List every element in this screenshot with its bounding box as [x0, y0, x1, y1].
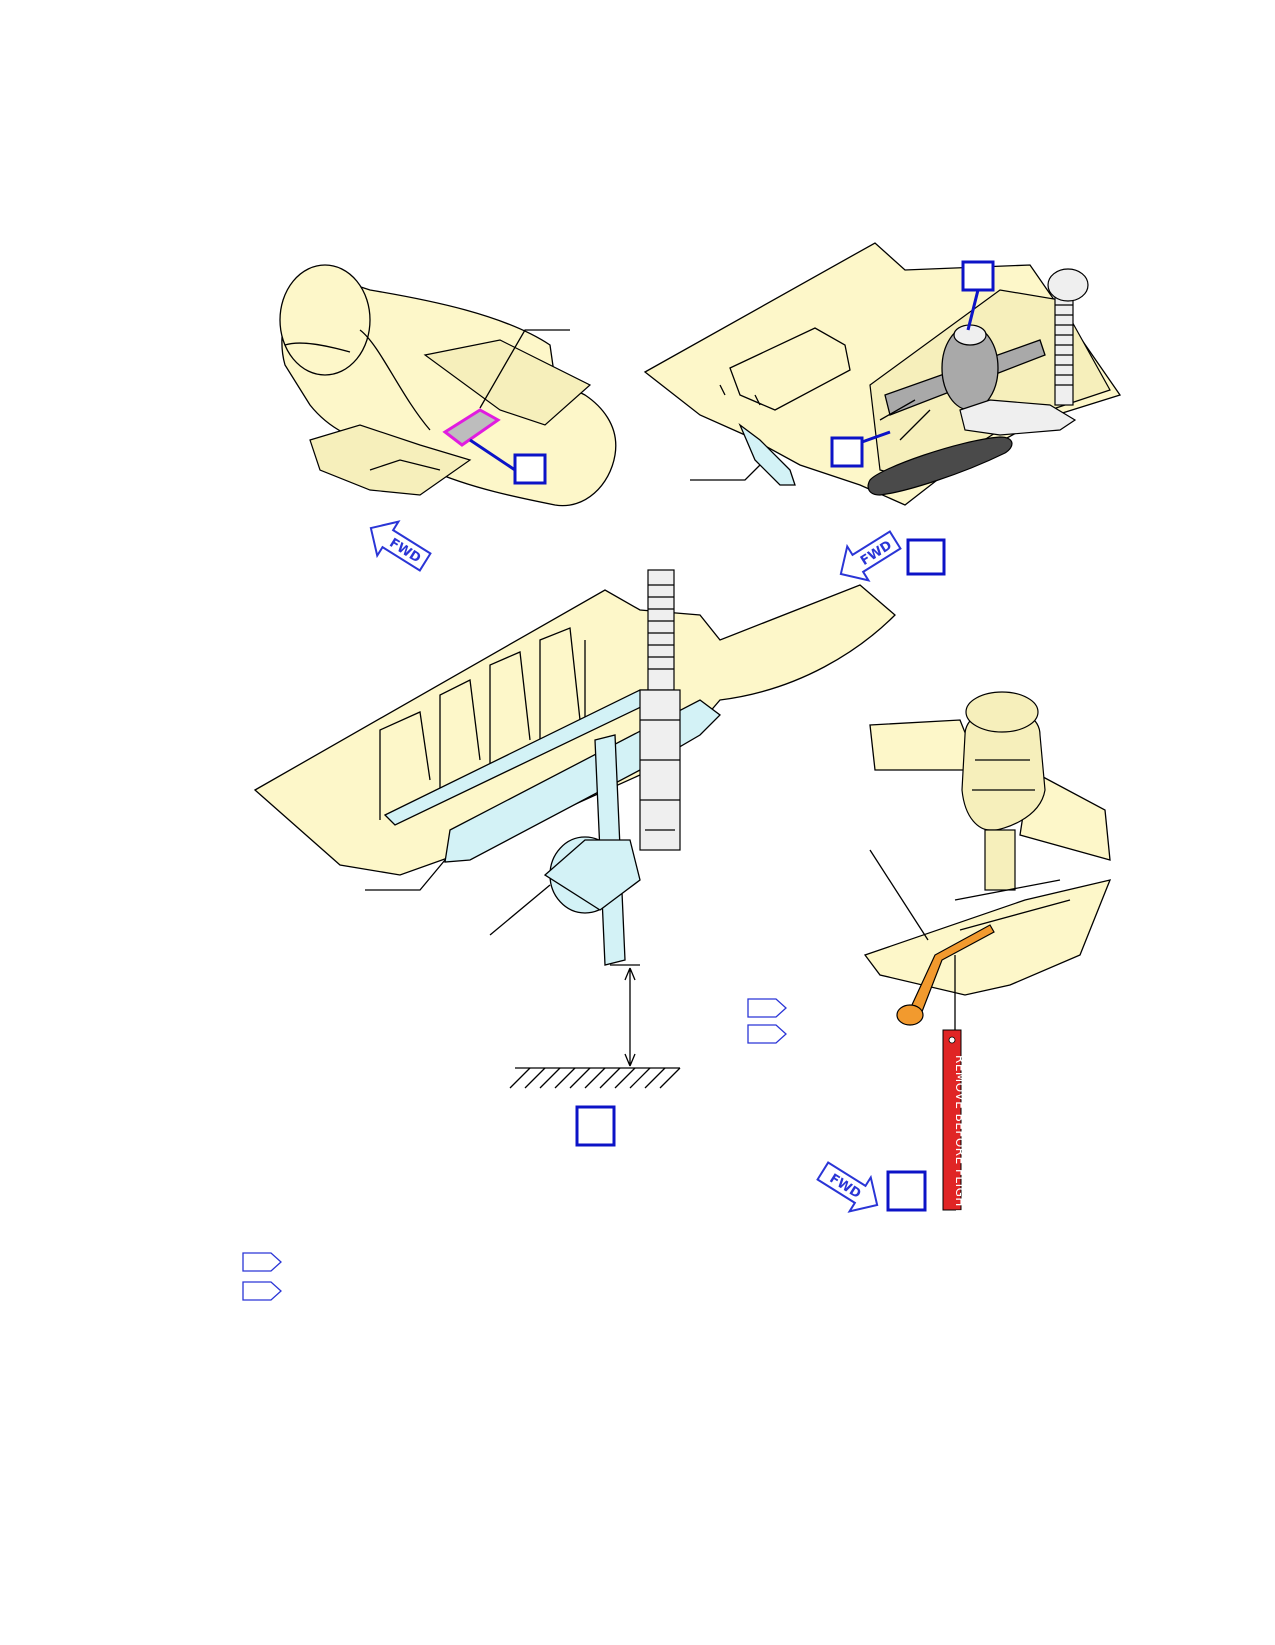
note-flag-icon: [747, 998, 787, 1018]
note-flag-icon: [242, 1252, 282, 1272]
callout-box: [906, 538, 946, 576]
shock-strut: [1047, 268, 1089, 406]
view-gear-bay: FWD: [643, 242, 1122, 582]
intake-ellipse: [279, 264, 371, 376]
callout-box: [513, 453, 547, 485]
streamer-text: REMOVE BEFORE FLIGHT: [953, 1055, 967, 1215]
axle-assembly: [959, 399, 1077, 436]
view-gear-extended: [253, 569, 896, 1147]
callout-box: [886, 1170, 927, 1212]
wheel-well-slot: [867, 436, 1013, 496]
note-flag-icon: [242, 1281, 282, 1301]
pin-view-strut: [984, 829, 1016, 891]
forward-arrow-icon: FWD: [816, 1161, 879, 1213]
view-downlock-pin: REMOVE BEFORE FLIGHT FWD: [816, 691, 1112, 1215]
door-panel: [738, 423, 796, 486]
main-gear-strut: [639, 569, 681, 851]
wing-panel-lower: [309, 424, 472, 496]
view-aircraft-locator: FWD: [279, 264, 617, 572]
access-door-outline: [729, 327, 851, 411]
forward-arrow-icon: FWD: [839, 530, 902, 582]
access-panel-highlight: [442, 408, 501, 447]
notes-legend: [242, 1252, 282, 1301]
rib-frames: [379, 627, 586, 820]
note-flag-icon: [747, 1024, 787, 1044]
callout-box: [961, 260, 995, 292]
callout-box: [830, 436, 864, 468]
gear-bay-floor: [863, 879, 1112, 996]
forward-arrow-icon: FWD: [369, 520, 432, 572]
remove-before-flight-streamer: [942, 1029, 962, 1211]
callout-box: [575, 1105, 616, 1147]
wing-panel-upper: [423, 339, 592, 426]
dimension-arrow-icon: [610, 964, 640, 1067]
ground-hatch-icon: [509, 1067, 681, 1089]
